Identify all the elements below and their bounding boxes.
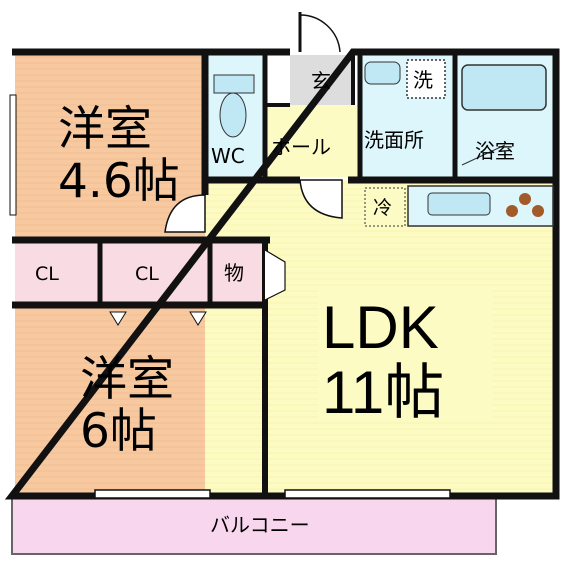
storage-label: 物 (224, 261, 244, 285)
room-name-ldk: LDK (322, 294, 439, 361)
closet-label-left: CL (35, 263, 59, 285)
window-frame (94, 489, 211, 499)
closet-door-marker (109, 311, 127, 326)
washbasin-icon (364, 61, 401, 85)
balcony-label: バルコニー (210, 513, 310, 537)
closet-door-marker (189, 311, 207, 326)
toilet-icon (213, 74, 255, 138)
washer-label: 洗 (413, 68, 433, 92)
window-frame (9, 94, 17, 216)
entrance-door-swing (299, 14, 341, 53)
fridge-label: 冷 (373, 197, 392, 219)
hall-label: ホール (271, 135, 331, 159)
door-swing (164, 194, 206, 233)
sink-icon (427, 192, 491, 216)
window-frame (284, 489, 451, 499)
outer-wall (4, 48, 560, 500)
bathtub-icon (461, 64, 547, 111)
washer-icon (406, 59, 446, 99)
storage-box (215, 248, 260, 298)
balcony-floor (11, 495, 497, 555)
bathroom-label: 浴室 (475, 139, 515, 163)
room-size-ldk: 11帖 (322, 359, 444, 426)
bath-drain-icon (461, 144, 506, 166)
washroom-label: 洗面所 (364, 128, 424, 152)
stove-icon (506, 193, 544, 217)
room-name-western-large: 洋室 (80, 352, 174, 407)
entrance-label: 玄 (311, 69, 331, 93)
closet-label-right: CL (135, 263, 159, 285)
room-name-western-small: 洋室 (58, 102, 152, 157)
ldk-label-background (318, 288, 493, 418)
room-size-western-small: 4.6帖 (58, 154, 180, 209)
door-swing (299, 179, 343, 219)
door-swing (264, 249, 286, 301)
toilet-label: WC (211, 144, 245, 168)
fridge-icon (364, 187, 406, 227)
room-size-western-large: 6帖 (80, 404, 157, 459)
